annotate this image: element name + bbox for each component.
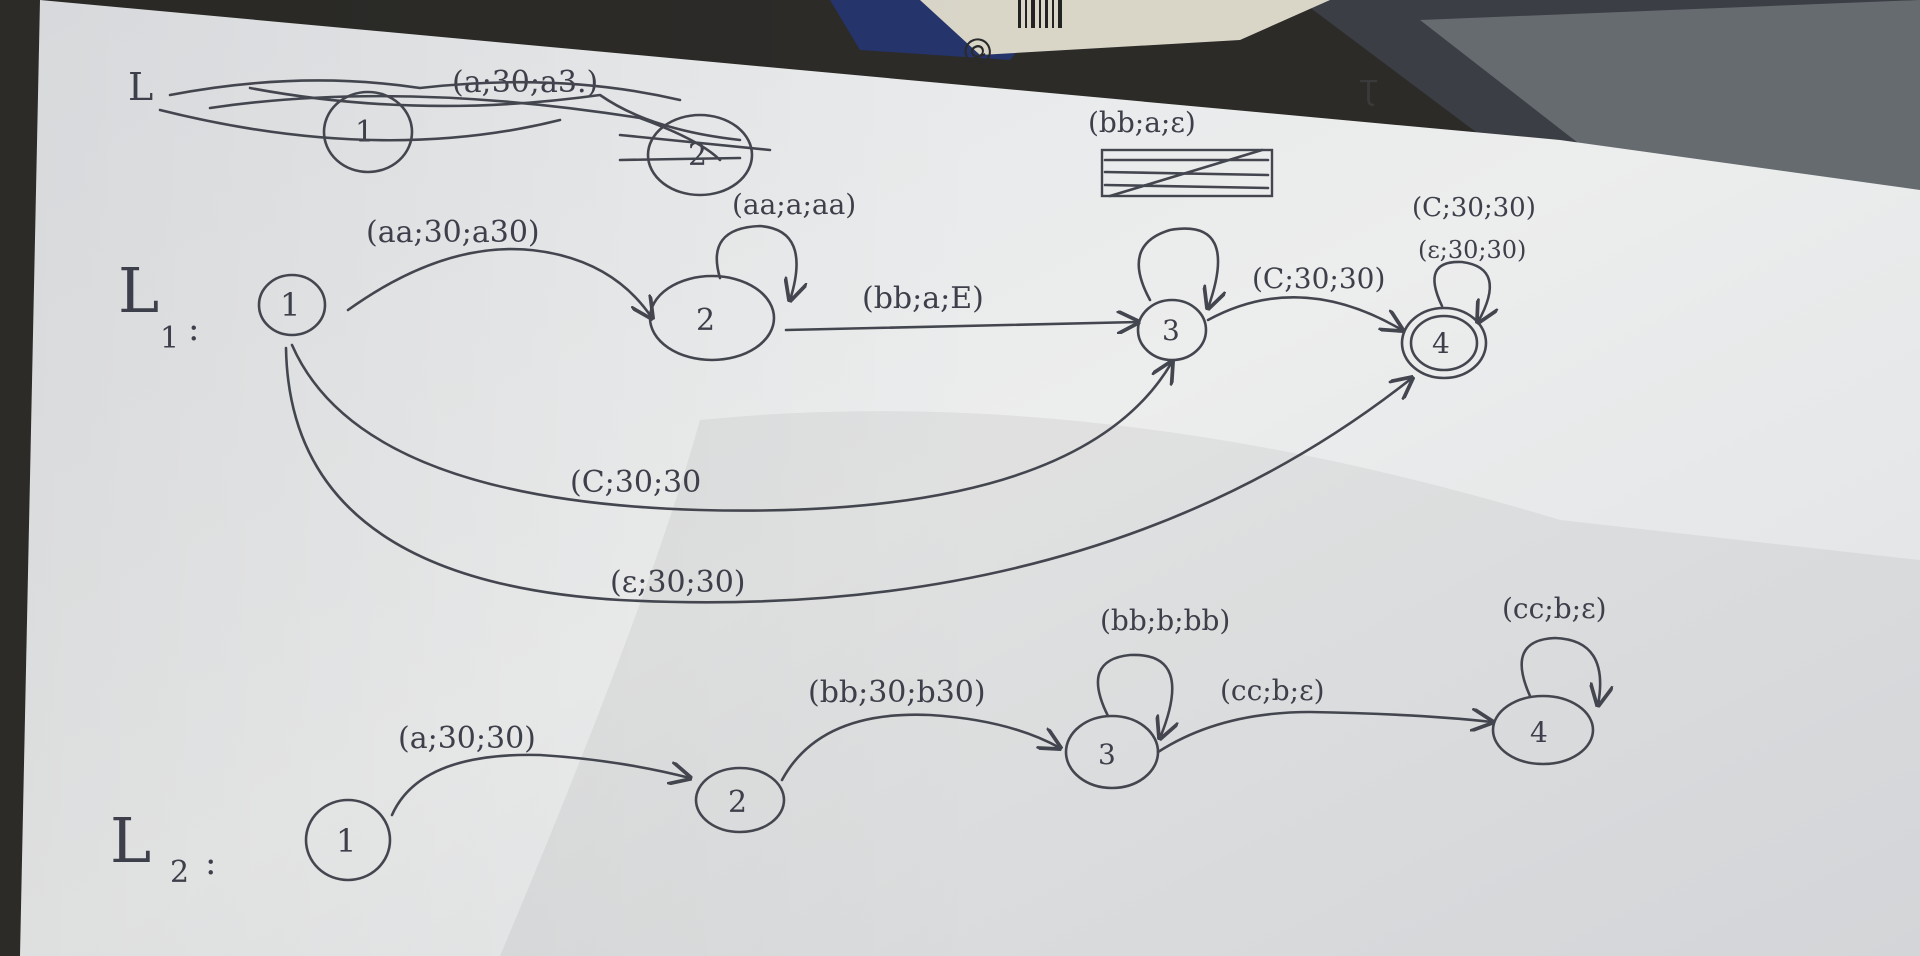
L2-edge-1-2 <box>390 753 690 817</box>
L1-state-3-label: 3 <box>1162 314 1180 347</box>
sign-print: Ʈ <box>1359 74 1378 107</box>
L2-state-3-label: 3 <box>1098 738 1116 771</box>
L2-loop-3-label: (bb;b;bb) <box>1100 604 1230 637</box>
crossed-state <box>322 90 414 174</box>
L1-loop-4 <box>1433 260 1489 322</box>
L2-state-2 <box>694 766 786 834</box>
L1-edge-3-4-label: (C;30;30) <box>1252 262 1385 295</box>
L2-loop-4-label: (cc;b;ε) <box>1502 592 1607 625</box>
L1-subscript: 1 <box>160 321 179 356</box>
crossed-state <box>646 113 754 197</box>
white-box <box>920 0 1330 55</box>
L2-state-2-label: 2 <box>728 785 747 820</box>
L1-edge-1-3 <box>290 343 1172 512</box>
L1-loop-2-label: (aa;a;aa) <box>732 188 856 221</box>
automaton-L2: L 2 : 1 2 3 4 (a;30;30) (bb;30;b30) (bb;… <box>110 592 1607 890</box>
L1-edge-1-2 <box>346 247 652 318</box>
L1-edge-2-3 <box>784 322 1138 330</box>
L1-state-4-label: 4 <box>1432 327 1450 360</box>
hand-shadow <box>500 411 1920 956</box>
L2-edge-1-2-label: (a;30;30) <box>398 721 536 756</box>
L2-name: L <box>110 804 151 877</box>
L2-loop-3 <box>1096 653 1172 738</box>
L1-state-1-label: 1 <box>280 286 300 324</box>
L1-state-1 <box>257 273 327 337</box>
L2-edge-3-4-label: (cc;b;ε) <box>1220 674 1325 707</box>
L1-edge-1-3-label: (C;30;30 <box>570 465 701 500</box>
automaton-L1: L 1 : 1 2 3 4 (aa;30;a30) (aa;a;aa) (bb;… <box>118 106 1536 604</box>
L1-colon: : <box>188 309 199 349</box>
L2-edge-2-3-label: (bb;30;b30) <box>808 675 986 710</box>
L1-loop-4-label: (C;30;30) <box>1412 193 1536 223</box>
L1-loop-3-label: (bb;a;ε) <box>1088 106 1196 139</box>
L1-edge-1-2-label: (aa;30;a30) <box>366 215 540 250</box>
L1-edge-2-3-label: (bb;a;E) <box>862 281 984 316</box>
L1-edge-1-4 <box>284 346 1412 604</box>
L2-state-1 <box>304 798 392 882</box>
crossed-state-1: 1 <box>355 115 374 150</box>
L1-state-4-accept-ring <box>1409 314 1479 372</box>
L2-state-1-label: 1 <box>336 822 356 860</box>
L2-edge-2-3 <box>780 713 1060 782</box>
L2-edge-3-4 <box>1156 712 1492 754</box>
L1-loop-2 <box>715 224 797 300</box>
L2-subscript: 2 <box>170 855 189 890</box>
L1-edge-1-4-label: (ε;30;30) <box>610 565 746 600</box>
L2-state-4-label: 4 <box>1530 716 1548 749</box>
L1-state-4 <box>1400 306 1488 380</box>
L2-colon: : <box>205 843 216 883</box>
crossed-out-attempt: L 1 2 (a;30;a3.) <box>128 65 1274 198</box>
L1-edge-3-4 <box>1206 295 1402 330</box>
L1-loop-3 <box>1137 227 1218 308</box>
L1-name: L <box>118 254 159 327</box>
L2-loop-4 <box>1520 636 1600 705</box>
L1-loop-4-label2: (ε;30;30) <box>1418 236 1526 264</box>
crossed-box <box>1100 148 1274 198</box>
L1-state-2-label: 2 <box>696 303 715 338</box>
barcode <box>1018 0 1062 28</box>
crossed-label: L <box>128 65 153 109</box>
